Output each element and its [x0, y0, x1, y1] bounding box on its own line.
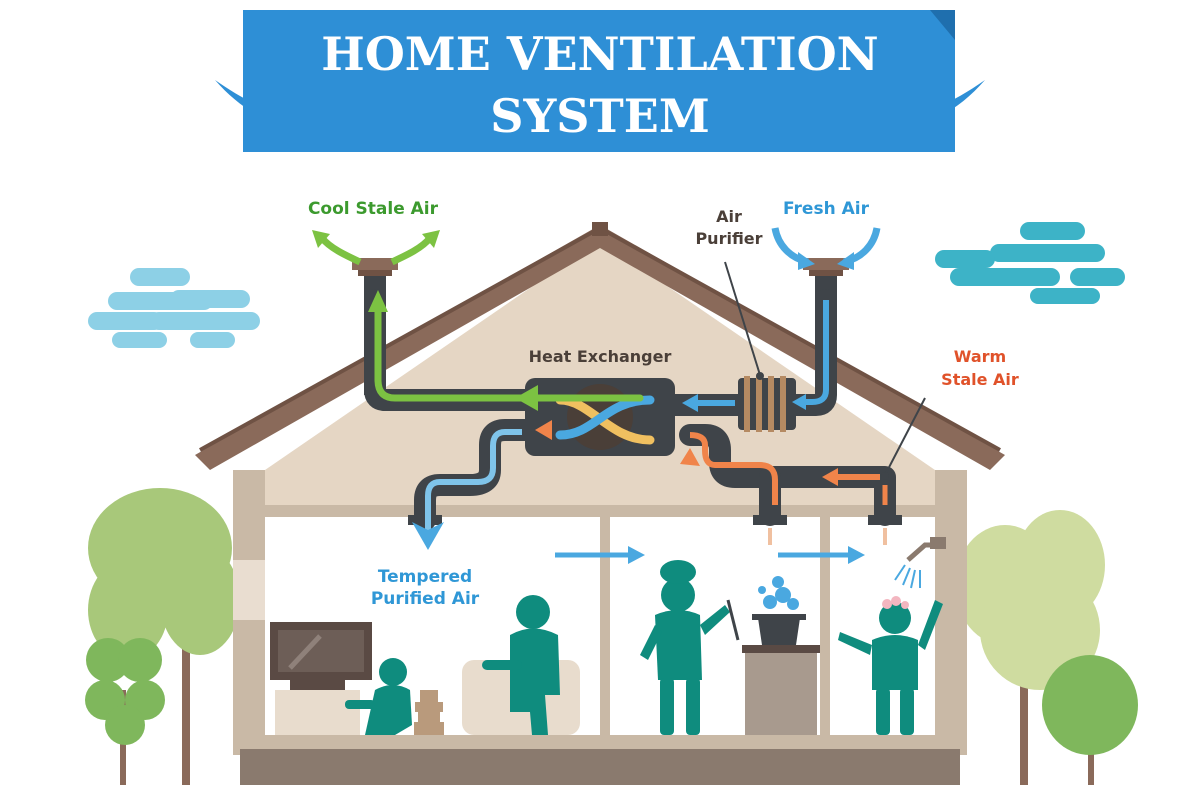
cloud-left-icon [88, 268, 260, 348]
air-purifier-leader [724, 261, 761, 376]
warm-air-leader [884, 397, 926, 476]
banner-fold [930, 10, 955, 40]
label-air-purifier-2: Purifier [695, 229, 762, 248]
stove [745, 650, 817, 735]
wall-right [935, 470, 967, 755]
living-room [270, 595, 580, 735]
air-purifier-icon [738, 376, 796, 432]
label-heat-exchanger: Heat Exchanger [529, 347, 672, 366]
bathroom [838, 537, 946, 735]
vent-outlet-bathroom [868, 515, 902, 525]
foundation [240, 749, 960, 785]
title-line1: HOME VENTILATION [321, 27, 878, 81]
ceiling-beam [233, 505, 967, 517]
airflow-arrows [312, 227, 888, 564]
partition-2 [820, 517, 830, 739]
person-showering-icon [838, 600, 943, 735]
floor [233, 735, 967, 749]
title-banner: HOME VENTILATION SYSTEM [215, 10, 985, 152]
partition-1 [600, 517, 610, 739]
attic [265, 240, 935, 505]
label-tempered-2: Purified Air [371, 589, 480, 609]
person-child-icon [345, 658, 412, 735]
toy-blocks-icon [414, 690, 444, 735]
label-warm-stale-air-1: Warm [954, 347, 1006, 366]
person-adult-sitting-icon [482, 595, 560, 735]
banner-body [243, 10, 955, 152]
tree-right-icon [955, 510, 1138, 785]
person-cook-icon [640, 560, 730, 735]
heat-exchanger-icon [525, 378, 675, 456]
shower-water-icon [894, 564, 921, 589]
label-tempered-1: Tempered [378, 567, 472, 587]
label-warm-stale-air-2: Stale Air [941, 370, 1019, 389]
house [195, 222, 1005, 785]
steam-icon [758, 576, 799, 610]
ladle-icon [726, 599, 740, 641]
cooking-pot-icon [758, 618, 800, 645]
label-air-purifier-1: Air [716, 207, 742, 226]
tv-stand [275, 690, 360, 735]
label-fresh-air: Fresh Air [783, 199, 870, 219]
cloud-right-icon [935, 222, 1125, 304]
shampoo-bubbles-icon [882, 596, 909, 609]
label-cool-stale-air: Cool Stale Air [308, 199, 439, 219]
tree-left-icon [85, 488, 240, 785]
vent-outlet-kitchen [753, 515, 787, 525]
title-line2: SYSTEM [490, 89, 710, 143]
kitchen [640, 560, 820, 735]
